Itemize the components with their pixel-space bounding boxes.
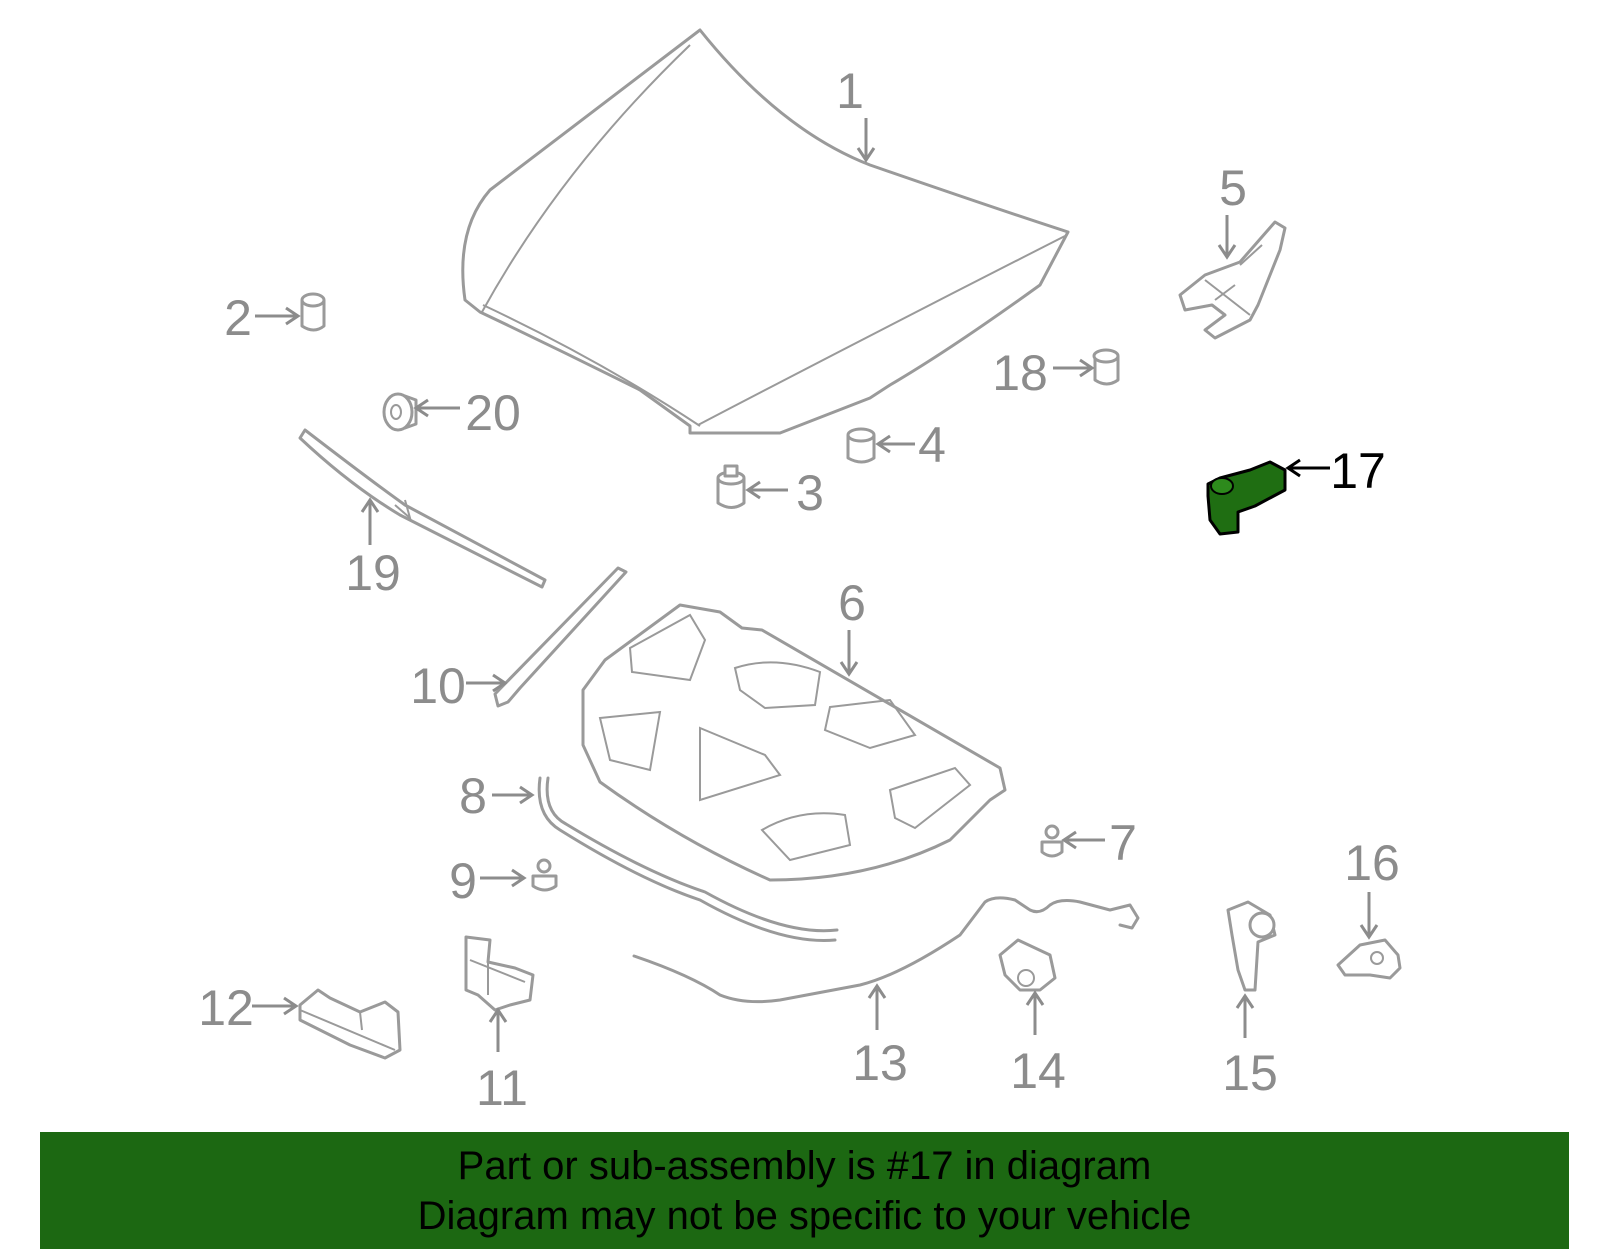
part-19-seal[interactable] (298, 428, 547, 589)
part-17-highlighted[interactable] (1206, 460, 1287, 536)
leader-16 (1359, 892, 1379, 940)
callout-16: 16 (1344, 835, 1400, 891)
part-4-bumper[interactable] (846, 427, 876, 464)
leader-19 (360, 497, 380, 545)
leader-17 (1285, 458, 1330, 478)
callout-17: 17 (1330, 443, 1386, 499)
part-20-grommet[interactable] (382, 392, 418, 432)
part-18-bumper[interactable] (1092, 348, 1120, 386)
leader-20 (413, 398, 460, 418)
part-9-clip[interactable] (531, 858, 558, 892)
leader-6 (839, 630, 859, 677)
leader-7 (1061, 830, 1105, 850)
leader-18 (1053, 358, 1095, 378)
leader-13 (867, 983, 887, 1030)
callout-14: 14 (1010, 1043, 1066, 1099)
callout-20: 20 (465, 385, 521, 441)
leader-11 (488, 1007, 508, 1052)
info-banner: Part or sub-assembly is #17 in diagram D… (40, 1132, 1569, 1249)
callout-15: 15 (1222, 1045, 1278, 1101)
callout-2: 2 (224, 290, 252, 346)
part-1-hood[interactable] (461, 28, 1070, 435)
callout-6: 6 (838, 575, 866, 631)
callout-12: 12 (198, 980, 254, 1036)
callout-19: 19 (345, 545, 401, 601)
callout-10: 10 (410, 658, 466, 714)
leader-8 (492, 785, 535, 805)
part-16-lock[interactable] (1336, 938, 1402, 980)
part-2-bumper[interactable] (300, 292, 326, 332)
banner-line-1: Part or sub-assembly is #17 in diagram (457, 1143, 1152, 1188)
callout-11: 11 (476, 1060, 528, 1116)
leader-1 (856, 118, 876, 163)
leader-15 (1235, 993, 1255, 1038)
leader-9 (480, 868, 527, 888)
part-11-bracket[interactable] (464, 935, 535, 1012)
leader-4 (875, 434, 915, 454)
part-6-insulator[interactable] (581, 603, 1007, 882)
part-3-bumper[interactable] (716, 464, 746, 509)
part-7-clip[interactable] (1040, 824, 1064, 858)
part-5-hinge[interactable] (1178, 220, 1287, 340)
parts-diagram: 1 2 20 19 3 4 18 (198, 28, 1402, 1116)
callout-18: 18 (992, 345, 1048, 401)
callout-7: 7 (1109, 815, 1137, 871)
callout-4: 4 (918, 417, 946, 473)
part-14-latch[interactable] (998, 938, 1057, 992)
callout-9: 9 (449, 853, 477, 909)
part-15-handle[interactable] (1226, 900, 1277, 992)
part-13-release-cable[interactable] (632, 896, 1140, 1004)
callout-5: 5 (1219, 160, 1247, 216)
leader-2 (255, 306, 301, 326)
leader-5 (1217, 215, 1237, 260)
leader-3 (745, 480, 788, 500)
part-8-weatherstrip[interactable] (537, 776, 839, 942)
leader-14 (1025, 990, 1045, 1035)
banner-line-2: Diagram may not be specific to your vehi… (417, 1193, 1192, 1238)
callout-13: 13 (852, 1035, 908, 1091)
leader-10 (466, 673, 508, 693)
callout-3: 3 (796, 465, 824, 521)
leader-12 (252, 996, 299, 1016)
callout-1: 1 (836, 63, 864, 119)
callout-8: 8 (459, 768, 487, 824)
part-12-bracket[interactable] (298, 988, 402, 1060)
part-10-prop-rod[interactable] (493, 566, 628, 708)
